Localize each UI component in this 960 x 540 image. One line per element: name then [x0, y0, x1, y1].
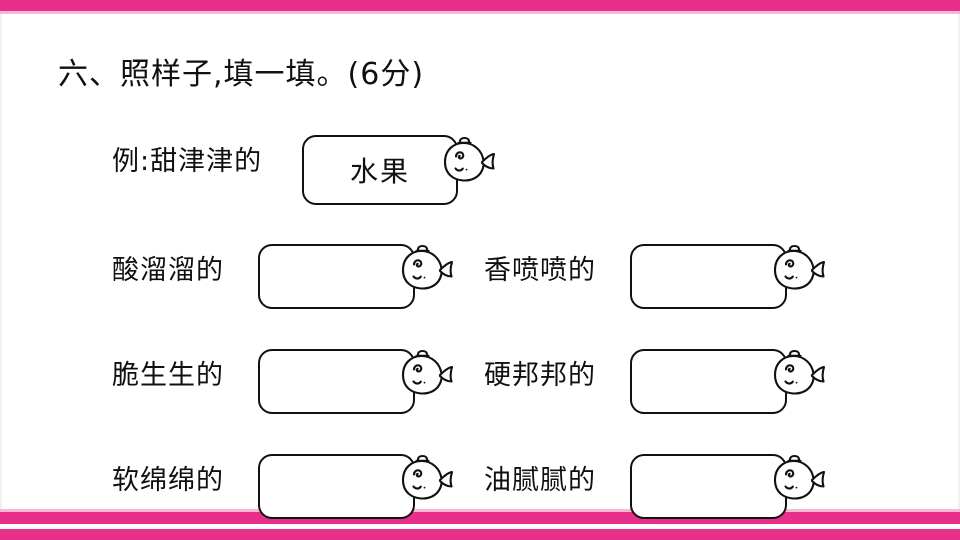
row-3-right-answer-box[interactable] — [630, 454, 787, 519]
row-2-right-answer-wrap — [630, 342, 830, 414]
row-3-left-label: 软绵绵的 — [112, 465, 224, 496]
row-1-left-answer-wrap — [258, 237, 458, 309]
row-2-left-answer-box[interactable] — [258, 349, 415, 414]
example-label: 例:甜津津的 — [112, 146, 263, 177]
top-accent-thin-line — [0, 11, 960, 14]
row-1-right-label: 香喷喷的 — [484, 255, 596, 286]
row-2-left-answer-wrap — [258, 342, 458, 414]
left-page-edge — [0, 14, 2, 509]
row-3-right-label: 油腻腻的 — [484, 465, 596, 496]
row-2-right-label: 硬邦邦的 — [484, 360, 596, 391]
section-heading: 六、照样子,填一填。(6分) — [58, 57, 425, 92]
right-page-edge — [958, 14, 960, 509]
bottom-accent-gap — [0, 524, 960, 529]
row-3-left-answer-box[interactable] — [258, 454, 415, 519]
top-accent-bar — [0, 0, 960, 11]
example-answer-box[interactable]: 水果 — [302, 135, 458, 205]
row-3-right-answer-wrap — [630, 447, 830, 519]
row-2-left-label: 脆生生的 — [112, 360, 224, 391]
row-1-right-answer-box[interactable] — [630, 244, 787, 309]
row-2-right-answer-box[interactable] — [630, 349, 787, 414]
example-answer-wrap: 水果 — [302, 128, 502, 205]
row-1-right-answer-wrap — [630, 237, 830, 309]
bottom-accent-bar-2 — [0, 529, 960, 540]
row-3-left-answer-wrap — [258, 447, 458, 519]
row-1-left-answer-box[interactable] — [258, 244, 415, 309]
bottom-accent-thin-line — [0, 509, 960, 512]
row-1-left-label: 酸溜溜的 — [112, 255, 224, 286]
